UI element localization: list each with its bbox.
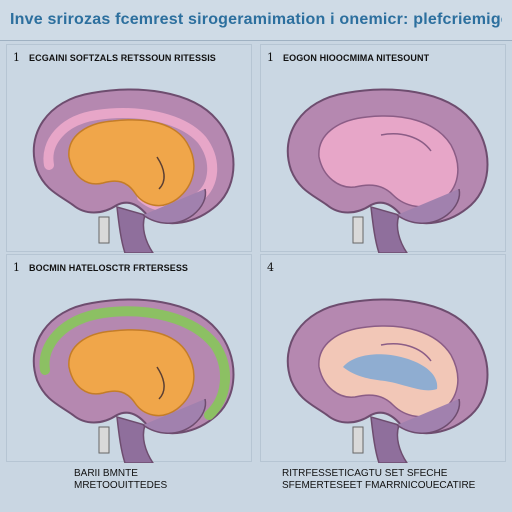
brainstem — [116, 205, 154, 253]
panel-number: 1 — [13, 51, 20, 64]
panel-number: 4 — [267, 261, 274, 274]
panel-2: 1 EOGON HIOOCMIMA NITESOUNT — [260, 44, 506, 253]
brainstem — [370, 205, 408, 253]
brain-group — [32, 88, 235, 253]
brain-illustration — [32, 88, 235, 253]
caption-right: RITRFESSETICAGTU SET SFECHE SFEMERTESEET… — [282, 468, 508, 492]
caption-left: BARII BMNTE MRETOOUITTEDES — [74, 468, 224, 492]
brain-sulcus — [156, 156, 165, 190]
brainstem — [116, 415, 154, 463]
cerebellum — [396, 398, 461, 434]
panel-number: 1 — [13, 261, 20, 274]
cerebellum — [396, 188, 461, 224]
page-title: Inve srirozas fcemrest sirogeramimation … — [10, 11, 502, 28]
panel-label: ECGAINI SOFTZALS RETSSOUN RITESSIS — [29, 53, 216, 63]
caption-left-line-1: BARII BMNTE — [74, 468, 138, 479]
cerebellum — [142, 398, 207, 434]
caption-right-line-2: SFEMERTESEET FMARRNICOUECATIRE — [282, 480, 476, 491]
brain-group — [286, 88, 489, 253]
header-banner: Inve srirozas fcemrest sirogeramimation … — [0, 0, 512, 41]
panel-3: 1 BOCMIN HATELOSCTR FRTERSESS — [6, 254, 252, 463]
brainstem — [370, 415, 408, 463]
brain-group — [32, 298, 235, 463]
brain-sulcus — [380, 343, 432, 362]
cerebellum — [142, 188, 207, 224]
panel-label: BOCMIN HATELOSCTR FRTERSESS — [29, 263, 189, 273]
brain-sulcus — [380, 133, 432, 152]
brain-illustration — [286, 88, 489, 253]
spinal-marker — [352, 216, 364, 244]
brain-highlight-green — [39, 306, 230, 420]
caption-left-line-2: MRETOOUITTEDES — [74, 480, 168, 491]
panel-label: EOGON HIOOCMIMA NITESOUNT — [283, 53, 430, 63]
caption-right-line-1: RITRFESSETICAGTU SET SFECHE — [282, 468, 448, 479]
brain-illustration — [286, 298, 489, 463]
spinal-marker — [98, 216, 110, 244]
brain-group — [286, 298, 489, 463]
brain-sulcus — [156, 366, 165, 400]
panel-4: 4 — [260, 254, 506, 463]
brain-highlight-blue — [343, 354, 438, 391]
panel-1: 1 ECGAINI SOFTZALS RETSSOUN RITESSIS — [6, 44, 252, 253]
panel-number: 1 — [267, 51, 274, 64]
spinal-marker — [352, 426, 364, 454]
spinal-marker — [98, 426, 110, 454]
brain-illustration — [32, 298, 235, 463]
